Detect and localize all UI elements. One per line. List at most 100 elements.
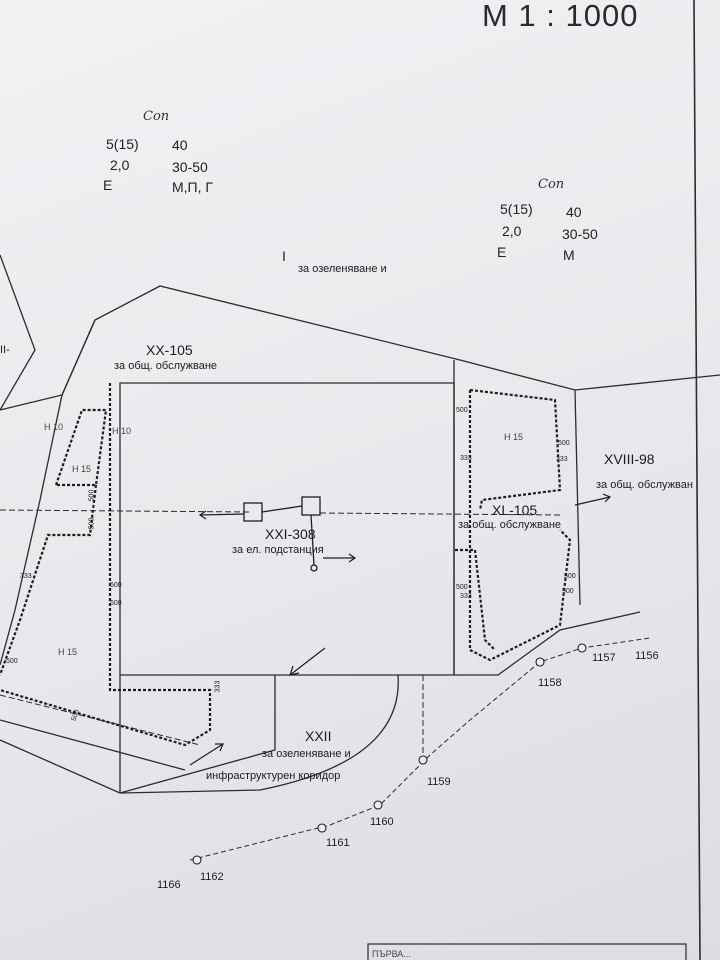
- boundary-west: [0, 319, 96, 666]
- envelope-h10-north: [54, 408, 108, 487]
- survey-point-1158: [535, 657, 545, 667]
- point-label-1160: 1160: [370, 816, 394, 828]
- plot-xxi-purpose: за ел. подстанция: [232, 544, 324, 556]
- survey-point-1161: [317, 823, 327, 833]
- survey-point-1159: [418, 755, 428, 765]
- survey-point-1157: [577, 643, 587, 653]
- zone-1-cell-2: 40: [172, 137, 188, 153]
- arrow-west-shaft: [199, 513, 245, 516]
- survey-point-1162: [192, 855, 202, 865]
- zone-2-cell-1: 5(15): [500, 201, 533, 217]
- dimension-label-1: 500: [88, 489, 96, 502]
- dimension-label-2: 500: [88, 517, 96, 530]
- substation-link: [261, 505, 303, 513]
- road-edge-3: [0, 719, 186, 771]
- point-label-1166: 1166: [157, 879, 181, 891]
- plot-xl-south: [454, 611, 641, 676]
- point-label-1159: 1159: [427, 776, 451, 788]
- plot-xl-east: [574, 389, 581, 606]
- envelope-xl-north: [469, 388, 562, 511]
- road-edge-1: [119, 675, 276, 794]
- plot-xx-purpose: за общ. обслужване: [114, 360, 218, 372]
- regulation-line-road: [0, 694, 201, 746]
- left-fragment-label: II-: [0, 344, 10, 356]
- arrow-west-head: [198, 510, 207, 520]
- zone-2-cell-5: Е: [497, 244, 507, 260]
- boundary-left-fragment: [0, 254, 36, 411]
- plot-xviii-id: XVIII-98: [604, 451, 655, 467]
- dimension-label-5: 500: [110, 600, 122, 607]
- zone-2-cell-6: М: [563, 247, 575, 263]
- dimension-label-11: 500: [558, 440, 570, 447]
- stamp-frame: [367, 943, 687, 960]
- greening-label: за озеленяване и: [298, 263, 387, 275]
- survey-point-1160: [373, 800, 383, 810]
- survey-points: [192, 643, 587, 865]
- arrow-sw-head: [289, 665, 300, 676]
- dimension-label-15: 500: [564, 573, 576, 580]
- zone-2-cell-4: 30-50: [562, 226, 598, 242]
- zone-2-cell-2: 40: [566, 204, 582, 220]
- plot-xxii-purpose: за озеленяване и: [262, 748, 351, 760]
- zone-2-cell-3: 2,0: [502, 223, 522, 239]
- zone-name-2: Соп: [538, 177, 565, 192]
- plot-xx-id: XX-105: [146, 342, 193, 358]
- dimension-label-9: 500: [456, 407, 468, 414]
- dimension-label-4: 500: [110, 582, 122, 589]
- height-label-4: Н 15: [504, 432, 524, 442]
- plot-xxii-id: XXII: [305, 728, 332, 744]
- regulation-lines: [0, 509, 651, 861]
- regulation-line-points: [189, 637, 651, 861]
- plot-xviii-purpose: за общ. обслужван: [596, 479, 693, 491]
- arrow-ne-head: [602, 493, 612, 503]
- height-label-2: Н 10: [112, 426, 132, 436]
- dimension-label-8: 333: [214, 680, 222, 693]
- scale-label: М 1 : 1000: [482, 0, 639, 33]
- height-label-1: Н 10: [44, 422, 64, 432]
- zone-1-cell-3: 2,0: [110, 157, 130, 173]
- plot-xxi-id: XXI-308: [265, 526, 316, 542]
- substation-node: [310, 564, 318, 572]
- arrow-sw-shaft: [289, 647, 326, 676]
- sheet-border-right: [693, 0, 701, 960]
- plot-xl-id: XL-105: [492, 502, 538, 518]
- road-edge-4: [0, 739, 121, 794]
- dimension-label-6: 500: [6, 658, 18, 665]
- roman-marker: I: [282, 248, 286, 264]
- plot-xl-purpose: за общ. обслужване: [458, 519, 562, 531]
- arrows: [189, 493, 612, 766]
- arrow-east-head: [348, 553, 357, 563]
- regulation-line-east: [319, 512, 561, 516]
- envelope-xl-south: [468, 390, 572, 662]
- envelope-xl-inner: [455, 548, 496, 651]
- point-label-1156: 1156: [635, 650, 659, 662]
- zone-1-cell-4: 30-50: [172, 159, 208, 175]
- stamp-text: ПЪРВА...: [372, 949, 411, 959]
- envelope-west-lower: [0, 383, 212, 747]
- substation-lead: [310, 514, 315, 566]
- height-label-5: Н 15: [58, 647, 78, 657]
- height-label-3: Н 15: [72, 464, 92, 474]
- dimension-label-14: 333: [460, 593, 472, 600]
- point-label-1157: 1157: [592, 652, 616, 664]
- dimension-label-10: 333: [460, 455, 472, 462]
- boundary-north: [0, 285, 720, 411]
- dimension-label-12: 333: [556, 456, 568, 463]
- arrow-ne-shaft: [574, 496, 611, 506]
- envelope-west-upper: [0, 484, 98, 676]
- zone-1-cell-5: Е: [103, 177, 113, 193]
- building-envelopes: [0, 383, 572, 747]
- zone-1-cell-6: М,П, Г: [172, 179, 213, 195]
- zone-1-cell-1: 5(15): [106, 136, 139, 152]
- dimension-label-16: 500: [562, 588, 574, 595]
- substation-symbols: [243, 496, 321, 572]
- dimension-label-3: 333: [20, 573, 32, 580]
- substation-square-2: [301, 496, 321, 516]
- zone-name-1: Соп: [143, 109, 170, 124]
- plot-xxii-purpose-2: инфраструктурен коридор: [206, 770, 341, 782]
- arrow-road-shaft: [189, 743, 224, 766]
- regulation-line-west: [0, 509, 251, 513]
- road-edge-2: [119, 674, 399, 794]
